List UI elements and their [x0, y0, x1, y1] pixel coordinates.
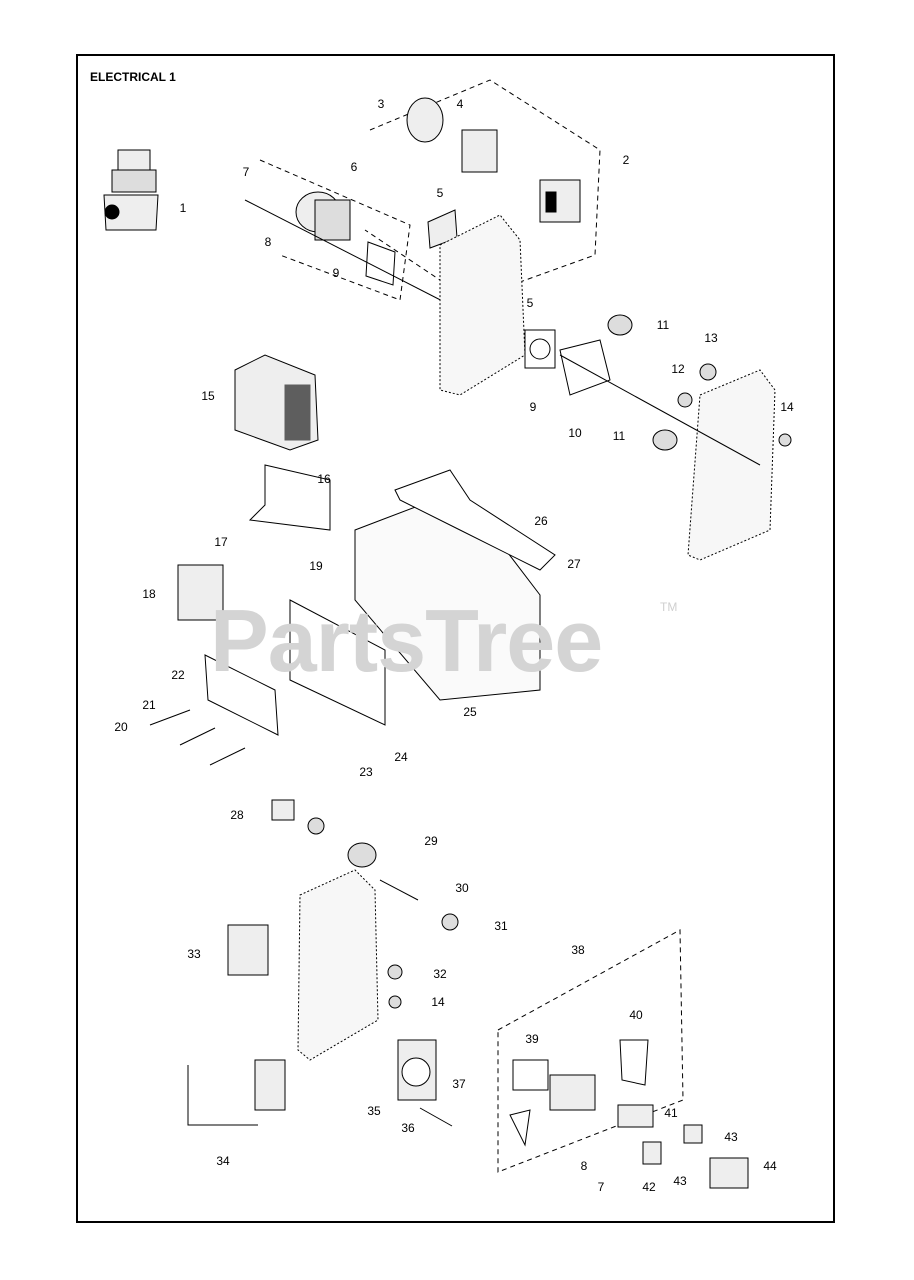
callout-24[interactable]: 24	[394, 750, 408, 764]
part-28-connector	[271, 799, 295, 821]
part-14b-fitting	[388, 995, 402, 1009]
callout-14b[interactable]: 14	[431, 995, 445, 1009]
part-12-fitting	[677, 392, 693, 408]
part-27-plate	[394, 469, 556, 571]
part-15-cover	[234, 354, 319, 451]
part-29-knob	[347, 842, 377, 868]
callout-44[interactable]: 44	[763, 1159, 777, 1173]
front-panel-upper	[439, 214, 526, 396]
part-40-bracket	[619, 1039, 649, 1086]
callout-33[interactable]: 33	[187, 947, 201, 961]
part-14-fitting	[778, 433, 792, 447]
callout-26[interactable]: 26	[534, 514, 548, 528]
part-43-clip	[683, 1124, 703, 1144]
callout-8b[interactable]: 8	[580, 1159, 588, 1173]
part-3-capacitor	[406, 97, 444, 143]
group-box-6	[259, 159, 411, 301]
callout-5a[interactable]: 5	[436, 186, 444, 200]
callout-14a[interactable]: 14	[780, 400, 794, 414]
callout-13[interactable]: 13	[704, 331, 718, 345]
part-1-motor	[103, 149, 159, 231]
lower-panel	[297, 869, 379, 1061]
callout-3[interactable]: 3	[377, 97, 385, 111]
watermark-trademark: TM	[660, 600, 678, 614]
diagram-frame	[76, 54, 835, 1223]
part-39-plate	[512, 1059, 549, 1091]
callout-7b[interactable]: 7	[597, 1180, 605, 1194]
part-10-bracket	[559, 339, 611, 396]
callout-35[interactable]: 35	[367, 1104, 381, 1118]
part-33-block	[227, 924, 269, 976]
callout-11a[interactable]: 11	[656, 318, 670, 332]
callout-29[interactable]: 29	[424, 834, 438, 848]
callout-20[interactable]: 20	[114, 720, 128, 734]
callout-43a[interactable]: 43	[724, 1130, 738, 1144]
callout-8a[interactable]: 8	[264, 235, 272, 249]
part-11-knob	[607, 314, 633, 336]
part-11b-knob	[652, 429, 678, 451]
part-16-bracket	[248, 464, 331, 531]
callout-36[interactable]: 36	[401, 1121, 415, 1135]
callout-31[interactable]: 31	[494, 919, 508, 933]
part-37-outlet	[397, 1039, 437, 1101]
part-28b-nut	[307, 817, 325, 835]
callout-40[interactable]: 40	[629, 1008, 643, 1022]
callout-25[interactable]: 25	[463, 705, 477, 719]
part-32-fitting	[387, 964, 403, 980]
callout-23[interactable]: 23	[359, 765, 373, 779]
callout-30[interactable]: 30	[455, 881, 469, 895]
callout-9b[interactable]: 9	[529, 400, 537, 414]
callout-43b[interactable]: 43	[673, 1174, 687, 1188]
part-25-board	[289, 599, 386, 726]
part-41b-clip	[617, 1104, 654, 1128]
callout-17[interactable]: 17	[214, 535, 228, 549]
part-44-block	[709, 1157, 749, 1189]
callout-7a[interactable]: 7	[242, 165, 250, 179]
callout-2[interactable]: 2	[622, 153, 630, 167]
part-41-block	[549, 1074, 596, 1111]
callout-27[interactable]: 27	[567, 557, 581, 571]
part-22-panel	[204, 654, 279, 736]
group-box-38	[497, 929, 684, 1173]
part-13-fitting	[699, 363, 717, 381]
callout-1[interactable]: 1	[179, 201, 187, 215]
part-31-fitting	[441, 913, 459, 931]
callout-34[interactable]: 34	[216, 1154, 230, 1168]
callout-9a[interactable]: 9	[332, 266, 340, 280]
callout-39[interactable]: 39	[525, 1032, 539, 1046]
diagram-title: ELECTRICAL 1	[90, 70, 176, 84]
part-42-clip	[642, 1141, 662, 1165]
part-2-relay	[539, 179, 581, 223]
callout-15[interactable]: 15	[201, 389, 215, 403]
watermark: PartsTree	[210, 591, 603, 690]
side-panel-right	[687, 369, 776, 561]
callout-28[interactable]: 28	[230, 808, 244, 822]
callout-38[interactable]: 38	[571, 943, 585, 957]
callout-37[interactable]: 37	[452, 1077, 466, 1091]
group-box-2	[364, 79, 601, 301]
part-6-meter	[295, 191, 396, 286]
callout-10[interactable]: 10	[568, 426, 582, 440]
callout-16[interactable]: 16	[317, 472, 331, 486]
callout-4[interactable]: 4	[456, 97, 464, 111]
part-4-meter	[461, 129, 498, 173]
part-34-switch	[254, 1059, 286, 1111]
callout-32[interactable]: 32	[433, 967, 447, 981]
callout-12[interactable]: 12	[671, 362, 685, 376]
callout-6[interactable]: 6	[350, 160, 358, 174]
callout-18[interactable]: 18	[142, 587, 156, 601]
callout-19[interactable]: 19	[309, 559, 323, 573]
callout-21[interactable]: 21	[142, 698, 156, 712]
callout-22[interactable]: 22	[171, 668, 185, 682]
callout-5b[interactable]: 5	[526, 296, 534, 310]
callout-11b[interactable]: 11	[612, 429, 626, 443]
callout-42[interactable]: 42	[642, 1180, 656, 1194]
part-18-block	[177, 564, 224, 621]
callout-41[interactable]: 41	[664, 1106, 678, 1120]
